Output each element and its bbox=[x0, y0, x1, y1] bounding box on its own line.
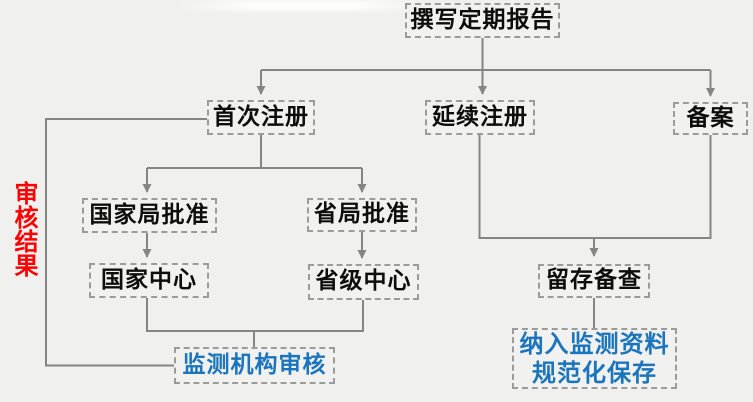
node-filing: 备案 bbox=[673, 102, 748, 135]
node-renewal-registration: 延续注册 bbox=[425, 100, 535, 135]
storage-line-1: 纳入监测资料 bbox=[519, 329, 670, 358]
node-monitoring-agency-review: 监测机构审核 bbox=[174, 347, 335, 384]
node-provincial-center: 省级中心 bbox=[308, 264, 419, 300]
storage-line-2: 规范化保存 bbox=[532, 358, 657, 387]
node-national-center: 国家中心 bbox=[89, 263, 209, 298]
review-result-label: 审核结果 bbox=[10, 181, 38, 277]
node-write-periodic-report: 撰写定期报告 bbox=[405, 3, 560, 38]
node-national-bureau-approval: 国家局批准 bbox=[82, 198, 217, 233]
node-provincial-bureau-approval: 省局批准 bbox=[307, 198, 417, 232]
node-retain-for-reference: 留存备查 bbox=[538, 264, 650, 298]
node-first-registration: 首次注册 bbox=[207, 100, 315, 135]
node-standardized-storage: 纳入监测资料 规范化保存 bbox=[512, 328, 677, 389]
background-artifact bbox=[175, 0, 430, 11]
